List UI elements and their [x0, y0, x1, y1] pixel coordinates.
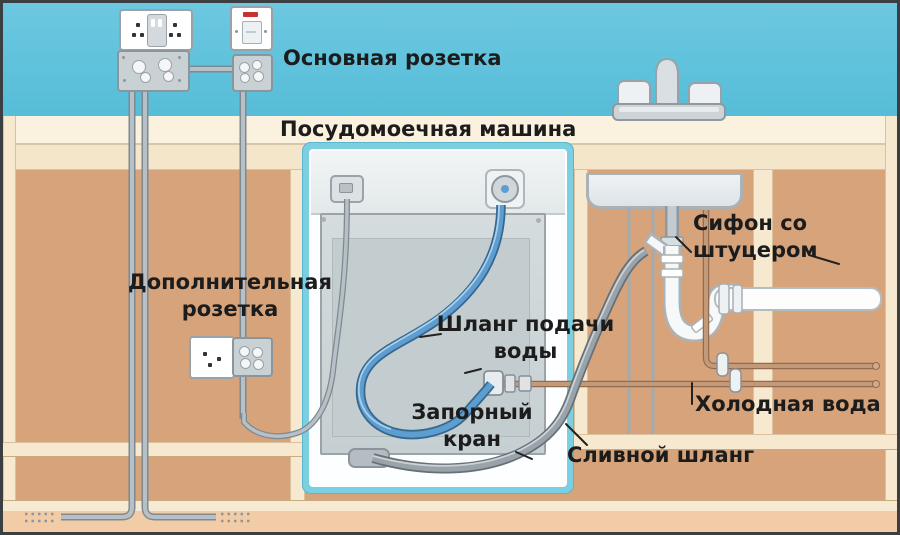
additional-socket-faceplate	[189, 336, 235, 379]
sink-bowl	[586, 173, 743, 209]
main-socket-faceplate	[119, 9, 193, 51]
cabinet-frame-right	[885, 116, 897, 532]
cabinet-rail-right	[574, 434, 897, 450]
screw-icon	[536, 218, 541, 223]
switch-faceplate	[230, 6, 273, 51]
label-supply-hose: Шланг подачи воды	[436, 312, 615, 363]
label-shutoff-valve: Запорный кран	[411, 400, 533, 451]
plinth	[3, 511, 897, 532]
label-drain-hose: Сливной шланг	[567, 443, 755, 467]
switch-indicator	[243, 12, 258, 17]
additional-junction-box	[232, 337, 273, 377]
label-siphon: Сифон со штуцером	[693, 211, 818, 262]
dishwasher-water-inlet	[485, 169, 525, 209]
junction-box-small	[232, 54, 273, 92]
main-junction-box	[117, 50, 190, 92]
switch-rocker	[242, 21, 262, 44]
dishwasher-power-connector	[330, 175, 364, 203]
label-cold-water: Холодная вода	[695, 392, 881, 416]
label-additional-outlet: Дополнительная розетка	[128, 270, 332, 321]
screw-icon	[321, 217, 326, 222]
dishwasher-drain-outlet	[348, 448, 390, 468]
label-dishwasher: Посудомоечная машина	[280, 117, 577, 141]
cabinet-frame-left	[3, 116, 16, 532]
label-main-outlet: Основная розетка	[283, 46, 502, 70]
plug-icon	[147, 14, 167, 47]
cabinet-rail-left	[3, 442, 303, 457]
cabinet-stile-right-of-dishwasher	[574, 170, 588, 434]
